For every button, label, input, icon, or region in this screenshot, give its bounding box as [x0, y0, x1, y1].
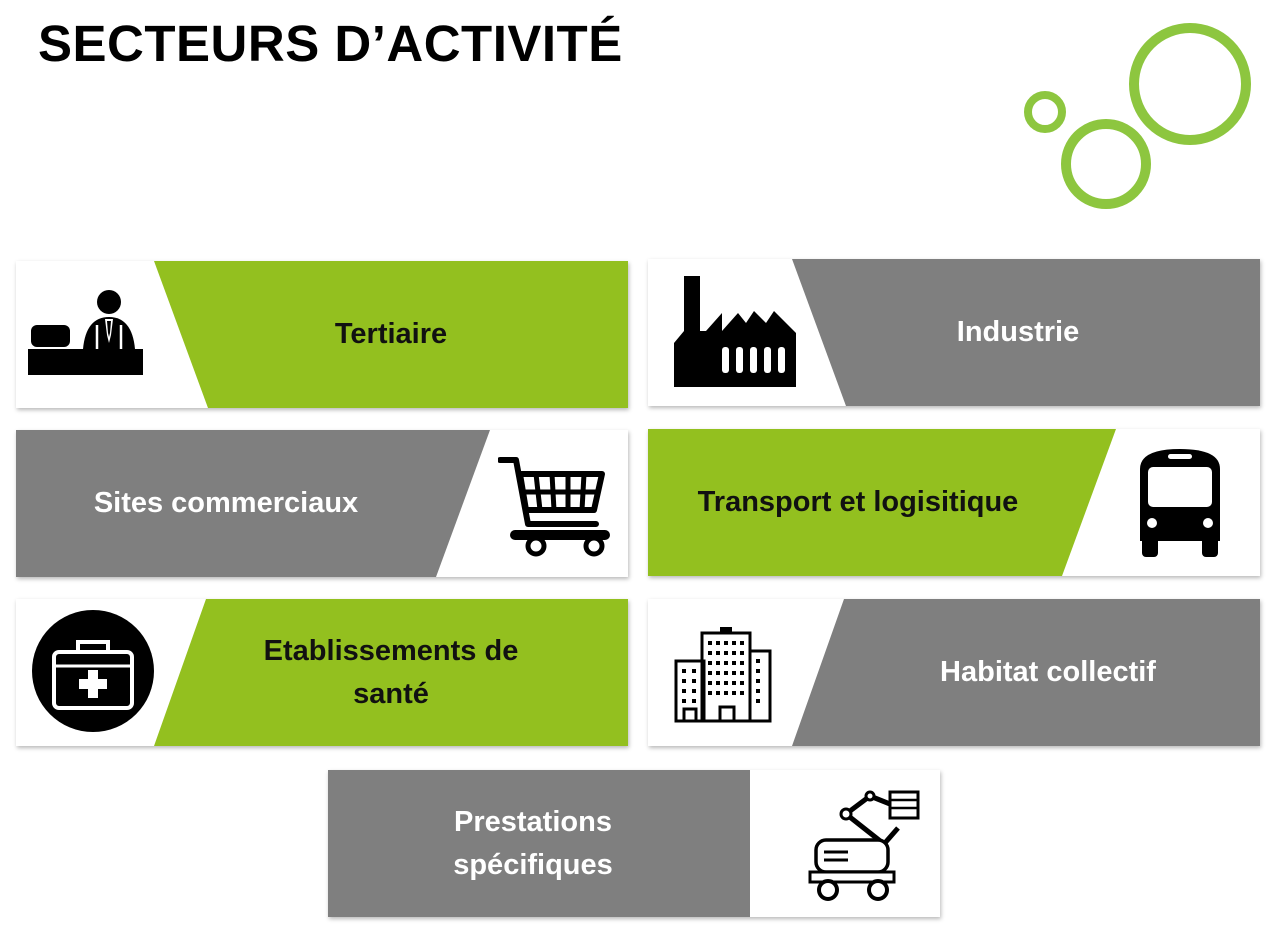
- aerial-work-platform-icon: [808, 790, 920, 901]
- bus-icon: [1140, 449, 1220, 557]
- decorative-circles: [1024, 23, 1251, 209]
- page-title: SECTEURS D’ACTIVITÉ: [38, 15, 623, 72]
- medical-kit-icon: [32, 610, 154, 732]
- sector-label-sites-commerciaux: Sites commerciaux: [93, 487, 359, 520]
- sector-label-industrie: Industrie: [956, 316, 1080, 349]
- factory-icon: [674, 276, 796, 387]
- sector-card-transport: Transport et logisitique: [648, 429, 1260, 576]
- sector-card-tertiaire: Tertiaire: [16, 261, 628, 408]
- sector-label-prestations: Prestations spécifiques: [453, 806, 613, 881]
- reception-desk-icon: [28, 290, 143, 375]
- shopping-cart-icon: [498, 457, 610, 557]
- apartment-buildings-icon: [674, 627, 772, 723]
- sector-label-transport: Transport et logisitique: [697, 486, 1019, 519]
- sector-label-sante: Etablissements de santé: [263, 635, 519, 710]
- sector-card-prestations: Prestations spécifiques: [328, 770, 940, 917]
- sector-card-habitat: Habitat collectif: [648, 599, 1260, 746]
- sector-card-industrie: Industrie: [648, 259, 1260, 406]
- sector-label-tertiaire: Tertiaire: [334, 318, 448, 351]
- sector-label-habitat: Habitat collectif: [940, 656, 1156, 689]
- sector-card-sante: Etablissements de santé: [16, 599, 628, 746]
- sector-card-sites-commerciaux: Sites commerciaux: [16, 430, 628, 577]
